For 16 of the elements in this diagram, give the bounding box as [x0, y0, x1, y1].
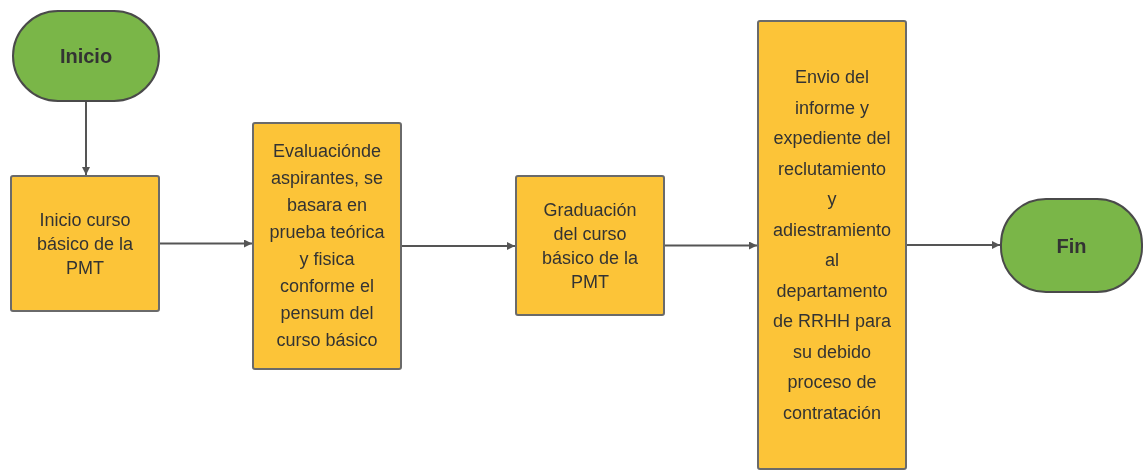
step-text: Inicio curso básico de la PMT	[35, 208, 135, 280]
process-box	[757, 20, 907, 470]
arrow	[401, 242, 516, 250]
process-box	[515, 175, 665, 316]
process-box	[252, 122, 402, 370]
terminal-shape	[1000, 198, 1143, 293]
step-text: Evaluaciónde aspirantes, se basara en prueba teórica y fisica conforme el pensum del curso básico	[268, 140, 386, 352]
arrow	[159, 239, 253, 248]
terminal-label: Fin	[1056, 233, 1087, 258]
step-text: Graduación del curso básico de la PMT	[540, 198, 640, 294]
arrow	[664, 241, 758, 250]
arrow	[906, 241, 1001, 249]
step-text: Envio del informe y expediente del reclutamiento y adiestramiento al departamento de RRHH para su debido proceso de contratación	[772, 66, 892, 425]
arrow	[82, 101, 90, 176]
terminal-label: Inicio	[59, 44, 113, 68]
process-box	[10, 175, 160, 312]
